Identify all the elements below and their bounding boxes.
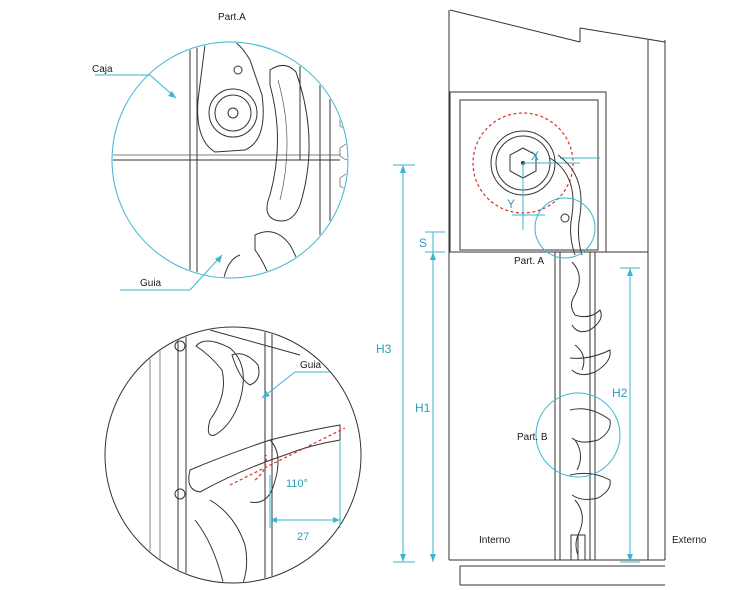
label-guide-a: Guia: [140, 278, 162, 289]
label-y: Y: [507, 197, 515, 211]
label-inside: Interno: [479, 535, 511, 546]
label-outside: Externo: [672, 535, 707, 546]
dimension-lines: H3 S H1 H2: [376, 164, 640, 563]
dim-s: S: [419, 236, 427, 250]
dim-h3: H3: [376, 342, 392, 356]
label-part-a: Part. A: [514, 256, 544, 267]
label-part-b: Part. B: [517, 432, 548, 443]
angle-label: 110°: [286, 478, 308, 490]
label-box: Caja: [92, 64, 113, 75]
elevation: X Y Part. A Part. B Interno Ex: [448, 9, 707, 586]
detail-b-circle: [104, 326, 362, 584]
detail-a: Part.A Caja Guia: [92, 12, 349, 291]
label-guide-b: Guia: [300, 360, 322, 371]
detail-a-title: Part.A: [218, 12, 246, 23]
dim-h1: H1: [415, 401, 431, 415]
detail-b: Guia 110° 27: [104, 326, 362, 584]
width-label: 27: [297, 531, 309, 543]
dim-h2: H2: [612, 386, 628, 400]
label-x: X: [531, 149, 539, 163]
detail-a-circle: [111, 41, 349, 279]
